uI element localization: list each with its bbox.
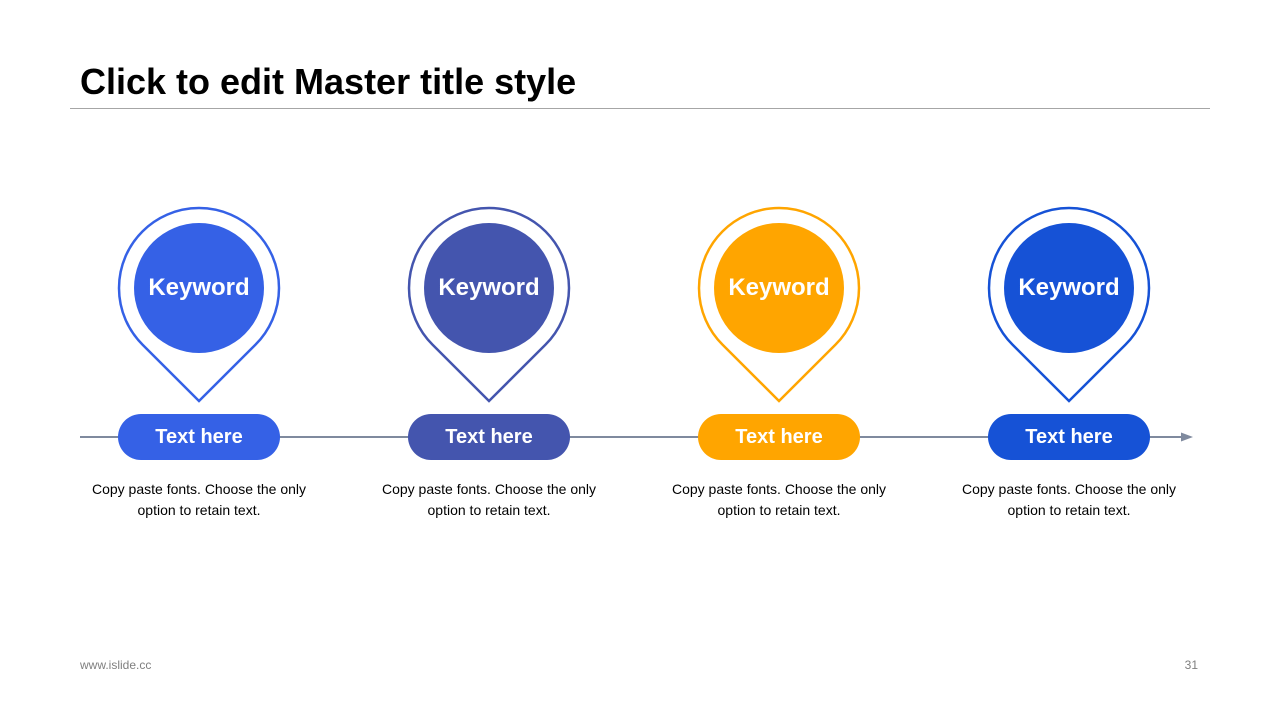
step-description-1: Copy paste fonts. Choose the only option… [91, 481, 307, 518]
step-description-4: Copy paste fonts. Choose the only option… [961, 481, 1177, 518]
pin-keyword-1: Keyword [148, 274, 250, 301]
title-divider [70, 108, 1210, 109]
pin-circle-1 [134, 223, 264, 353]
pin-circle-2 [424, 223, 554, 353]
slide-title: Click to edit Master title style [80, 61, 577, 102]
step-label-pill-1: Text here [118, 414, 280, 460]
pin-circle-3 [714, 223, 844, 353]
step-label-pill-3: Text here [698, 414, 860, 460]
pin-keyword-2: Keyword [438, 274, 540, 301]
step-label-pill-2: Text here [408, 414, 570, 460]
page-number: 31 [1184, 658, 1198, 672]
pin-keyword-3: Keyword [728, 274, 830, 301]
timeline-arrowhead [1181, 432, 1193, 442]
step-label-pill-4: Text here [988, 414, 1150, 460]
step-description-3: Copy paste fonts. Choose the only option… [671, 481, 887, 518]
pin-circle-4 [1004, 223, 1134, 353]
step-description-2: Copy paste fonts. Choose the only option… [381, 481, 597, 518]
footer-url: www.islide.cc [80, 658, 152, 672]
pin-keyword-4: Keyword [1018, 274, 1120, 301]
